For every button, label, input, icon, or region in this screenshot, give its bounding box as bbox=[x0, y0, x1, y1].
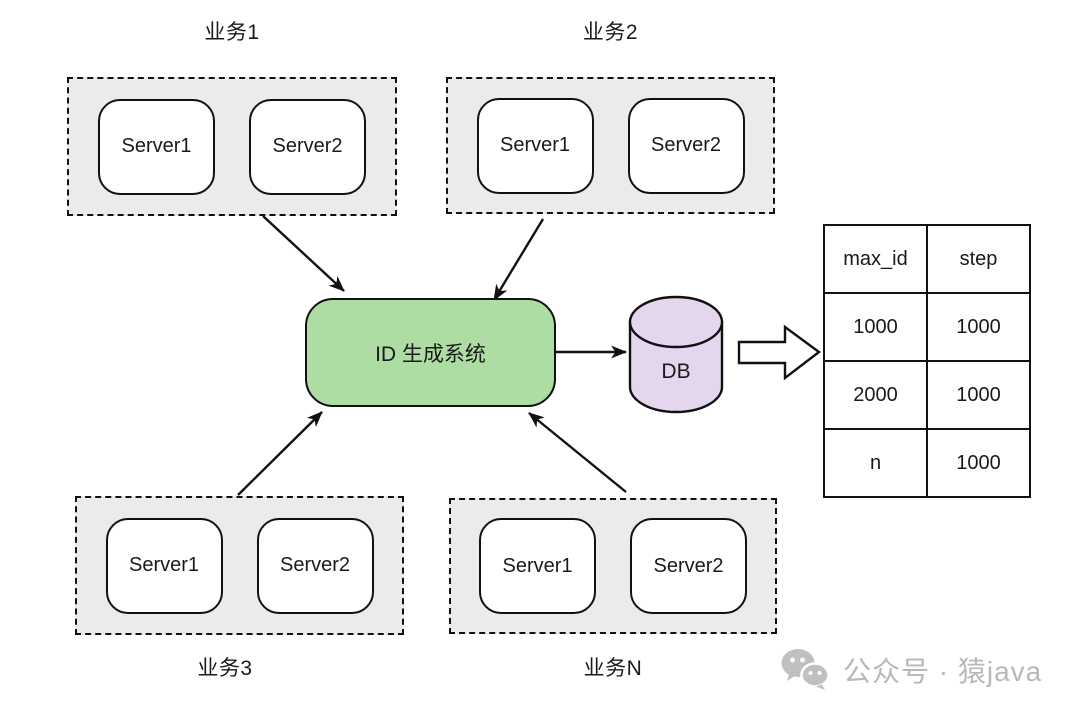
server-label: Server2 bbox=[650, 134, 722, 156]
server-label: Server2 bbox=[272, 135, 343, 157]
cell-step: 1000 bbox=[926, 428, 1031, 498]
group-label-biz2: 业务2 bbox=[582, 21, 639, 44]
server-node: Server2 bbox=[249, 98, 366, 195]
server-label: Server1 bbox=[499, 134, 571, 156]
server-node: Server1 bbox=[476, 97, 594, 194]
group-bizN: Server1 Server2 bbox=[449, 498, 777, 634]
arrow-biz3-to-idgen bbox=[237, 411, 323, 496]
group-biz3: Server1 Server2 bbox=[75, 496, 404, 635]
watermark-text: 公众号 · 猿java bbox=[843, 656, 1043, 687]
arrow-bizN-to-idgen bbox=[528, 412, 627, 493]
cell-max-id: 1000 bbox=[823, 292, 928, 362]
arrow-biz2-to-idgen bbox=[492, 218, 545, 301]
server-label: Server1 bbox=[128, 554, 200, 576]
table-row: n 1000 bbox=[823, 428, 1031, 498]
cell-step: 1000 bbox=[926, 292, 1031, 362]
cell-max-id: 2000 bbox=[823, 360, 928, 430]
table-header-row: max_id step bbox=[823, 224, 1031, 294]
server-node: Server2 bbox=[256, 517, 374, 614]
group-biz1: Server1 Server2 bbox=[67, 77, 397, 216]
server-label: Server1 bbox=[121, 135, 192, 157]
server-label: Server2 bbox=[653, 554, 724, 577]
id-allocation-table: max_id step 1000 1000 2000 1000 n 1000 bbox=[823, 224, 1031, 498]
table-row: 2000 1000 bbox=[823, 360, 1031, 430]
group-biz2: Server1 Server2 bbox=[446, 77, 775, 214]
cell-step: 1000 bbox=[926, 360, 1031, 430]
cell-max-id: n bbox=[823, 428, 928, 498]
watermark: 公众号 · 猿java bbox=[781, 648, 1042, 692]
column-header-step: step bbox=[926, 224, 1031, 294]
server-node: Server1 bbox=[479, 518, 596, 614]
db-label: DB bbox=[661, 360, 691, 383]
server-node: Server1 bbox=[105, 517, 223, 614]
group-label-biz3: 业务3 bbox=[197, 657, 253, 680]
server-node: Server2 bbox=[630, 518, 747, 614]
server-label: Server1 bbox=[502, 554, 573, 577]
arrow-biz1-to-idgen bbox=[262, 215, 345, 292]
table-row: 1000 1000 bbox=[823, 292, 1031, 362]
id-generator-label: ID 生成系统 bbox=[375, 342, 486, 366]
group-label-bizN: 业务N bbox=[583, 657, 643, 680]
column-header-max-id: max_id bbox=[823, 224, 928, 294]
id-generator-node: ID 生成系统 bbox=[305, 298, 556, 407]
server-node: Server1 bbox=[98, 98, 215, 195]
db-cylinder bbox=[628, 295, 724, 414]
wechat-icon bbox=[781, 649, 830, 690]
group-label-biz1: 业务1 bbox=[204, 21, 260, 44]
server-node: Server2 bbox=[627, 97, 745, 194]
server-label: Server2 bbox=[279, 554, 351, 576]
block-arrow-db-to-table bbox=[737, 324, 822, 381]
